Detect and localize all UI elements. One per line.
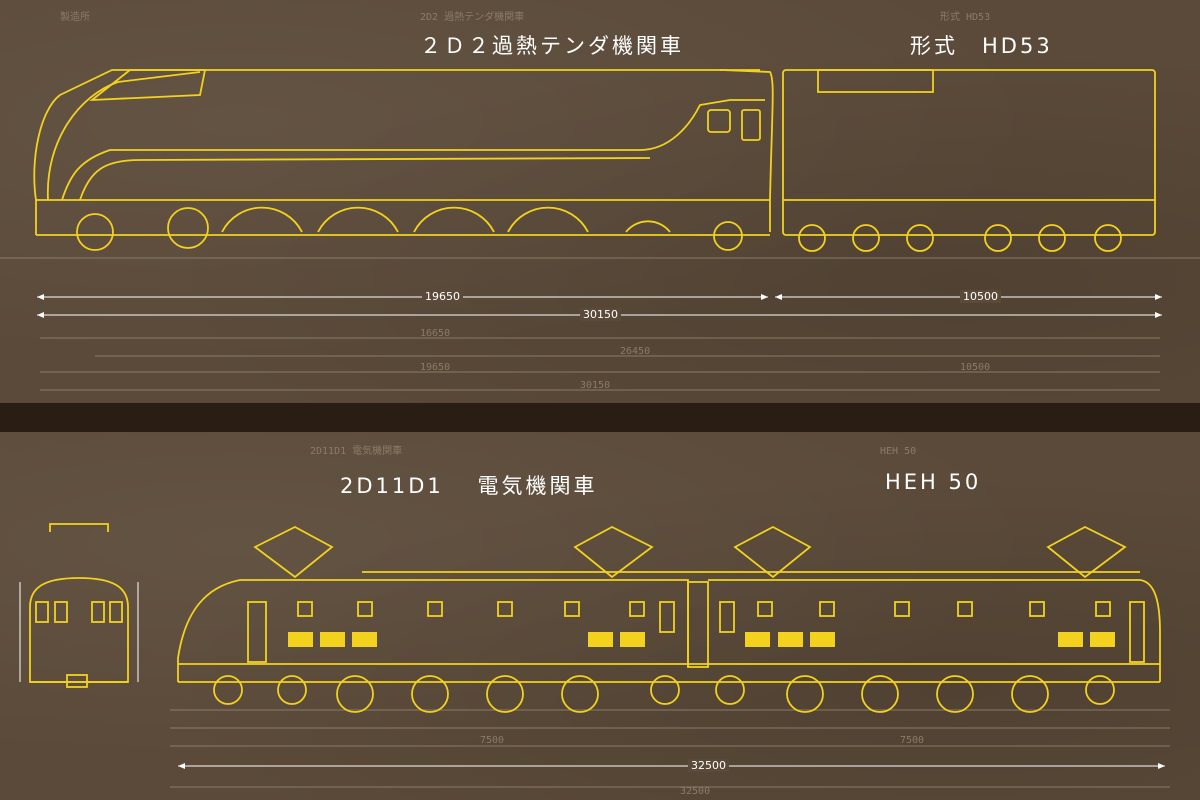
- bottom-title: 2D11D1 電気機関車: [340, 474, 598, 498]
- svg-text:形式 HD53: 形式 HD53: [940, 10, 990, 23]
- locomotive-length-label: 19650: [422, 290, 463, 303]
- svg-text:7500: 7500: [900, 735, 924, 746]
- overall-length-label: 32500: [688, 759, 729, 772]
- svg-text:HEH 50: HEH 50: [880, 446, 916, 457]
- svg-text:10500: 10500: [960, 362, 990, 373]
- steam-locomotive: [33, 69, 774, 251]
- electric-locomotive-panel: 2D11D1 電気機関車 HEH 50 7500 7500 32500: [0, 432, 1200, 800]
- steam-locomotive-drawing: 製造所 2D2 過熱テンダ機関車 形式 HD53 16650 26450 196…: [0, 10, 1200, 391]
- tender-length-label: 10500: [960, 290, 1001, 303]
- front-view: [19, 523, 139, 688]
- bottom-model: HEH 50: [885, 470, 982, 494]
- tender: [782, 69, 1156, 252]
- background-blueprint-lines: 製造所 2D2 過熱テンダ機関車 形式 HD53 16650 26450 196…: [0, 10, 1200, 391]
- svg-text:2D2 過熱テンダ機関車: 2D2 過熱テンダ機関車: [420, 10, 524, 23]
- svg-text:30150: 30150: [580, 380, 610, 391]
- svg-text:16650: 16650: [420, 328, 450, 339]
- svg-text:32500: 32500: [680, 786, 710, 797]
- svg-text:製造所: 製造所: [60, 10, 90, 23]
- overall-dimension-line: [178, 763, 1165, 769]
- panel-divider: [0, 403, 1200, 432]
- svg-text:26450: 26450: [620, 346, 650, 357]
- electric-locomotive-drawing: 2D11D1 電気機関車 HEH 50 7500 7500 32500: [19, 444, 1170, 797]
- svg-text:19650: 19650: [420, 362, 450, 373]
- overall-length-label: 30150: [580, 308, 621, 321]
- top-model: 形式 HD53: [910, 34, 1053, 58]
- svg-text:7500: 7500: [480, 735, 504, 746]
- electric-locomotive: [177, 525, 1161, 713]
- steam-locomotive-panel: 製造所 2D2 過熱テンダ機関車 形式 HD53 16650 26450 196…: [0, 0, 1200, 403]
- svg-text:2D11D1 電気機関車: 2D11D1 電気機関車: [310, 444, 402, 457]
- background-blueprint-lines: 2D11D1 電気機関車 HEH 50 7500 7500 32500: [170, 444, 1170, 797]
- top-title: ２Ｄ２過熱テンダ機関車: [420, 34, 684, 58]
